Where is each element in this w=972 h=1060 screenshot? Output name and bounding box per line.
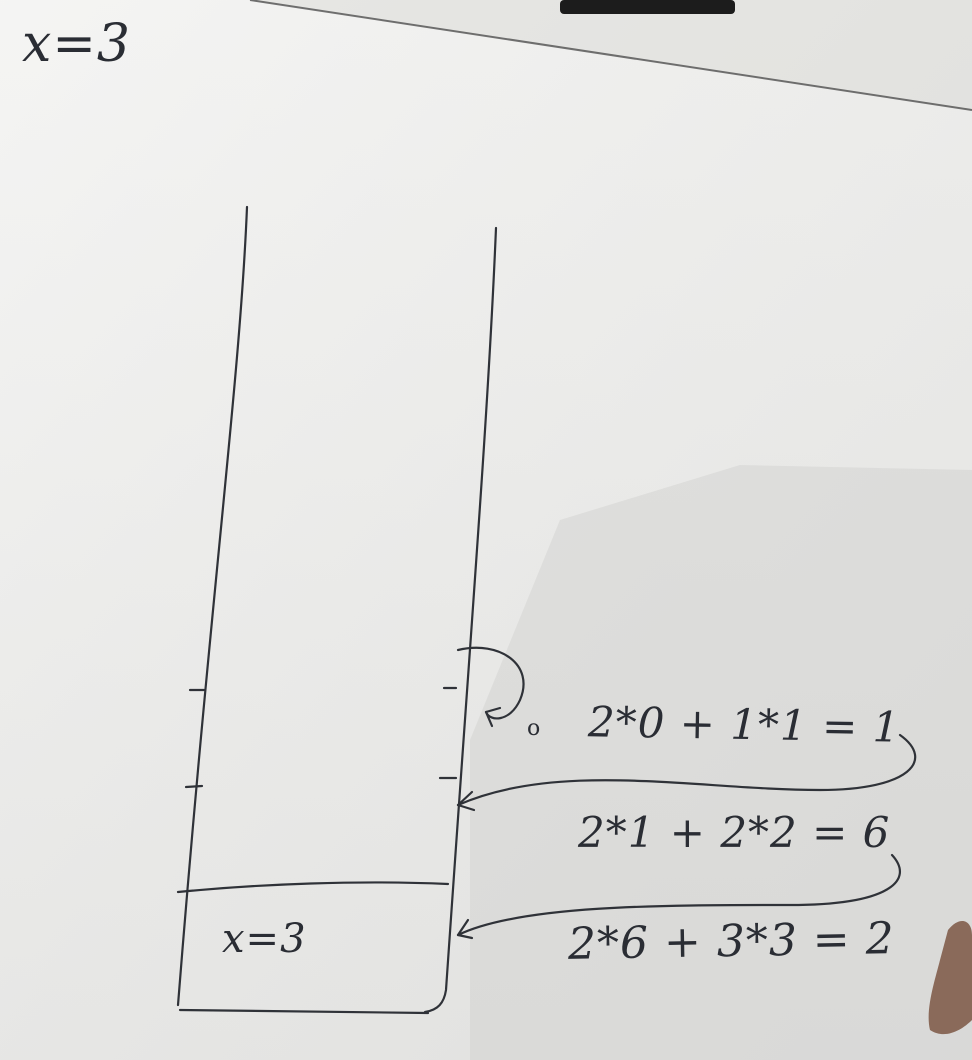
equation-3: 2*6 + 3*3 = 2 — [567, 913, 896, 970]
arrowhead — [456, 918, 474, 940]
equation-1: 2*0 + 1*1 = 1 — [587, 697, 901, 752]
stack-cell-label: x=3 — [222, 916, 307, 962]
marker-tray — [560, 0, 735, 14]
stack-left-wall — [176, 205, 249, 1007]
return-arrow-2 — [456, 853, 902, 937]
arrowhead — [456, 790, 476, 812]
recursion-zero-mark: o — [527, 716, 542, 741]
return-arrow-1 — [456, 733, 917, 807]
stack-cell-divider — [176, 881, 450, 894]
stack-tick — [184, 784, 204, 789]
top-left-note: x=3 — [22, 14, 131, 74]
stack-right-wall — [423, 226, 498, 1014]
board-frame-edge — [249, 0, 972, 111]
hand-silhouette — [928, 920, 972, 1035]
stack-bottom — [178, 1008, 430, 1015]
shadow-region — [470, 465, 972, 1060]
recursion-loop-arrow — [456, 646, 525, 720]
equation-2: 2*1 + 2*2 = 6 — [578, 808, 891, 857]
arrowhead — [484, 706, 502, 728]
